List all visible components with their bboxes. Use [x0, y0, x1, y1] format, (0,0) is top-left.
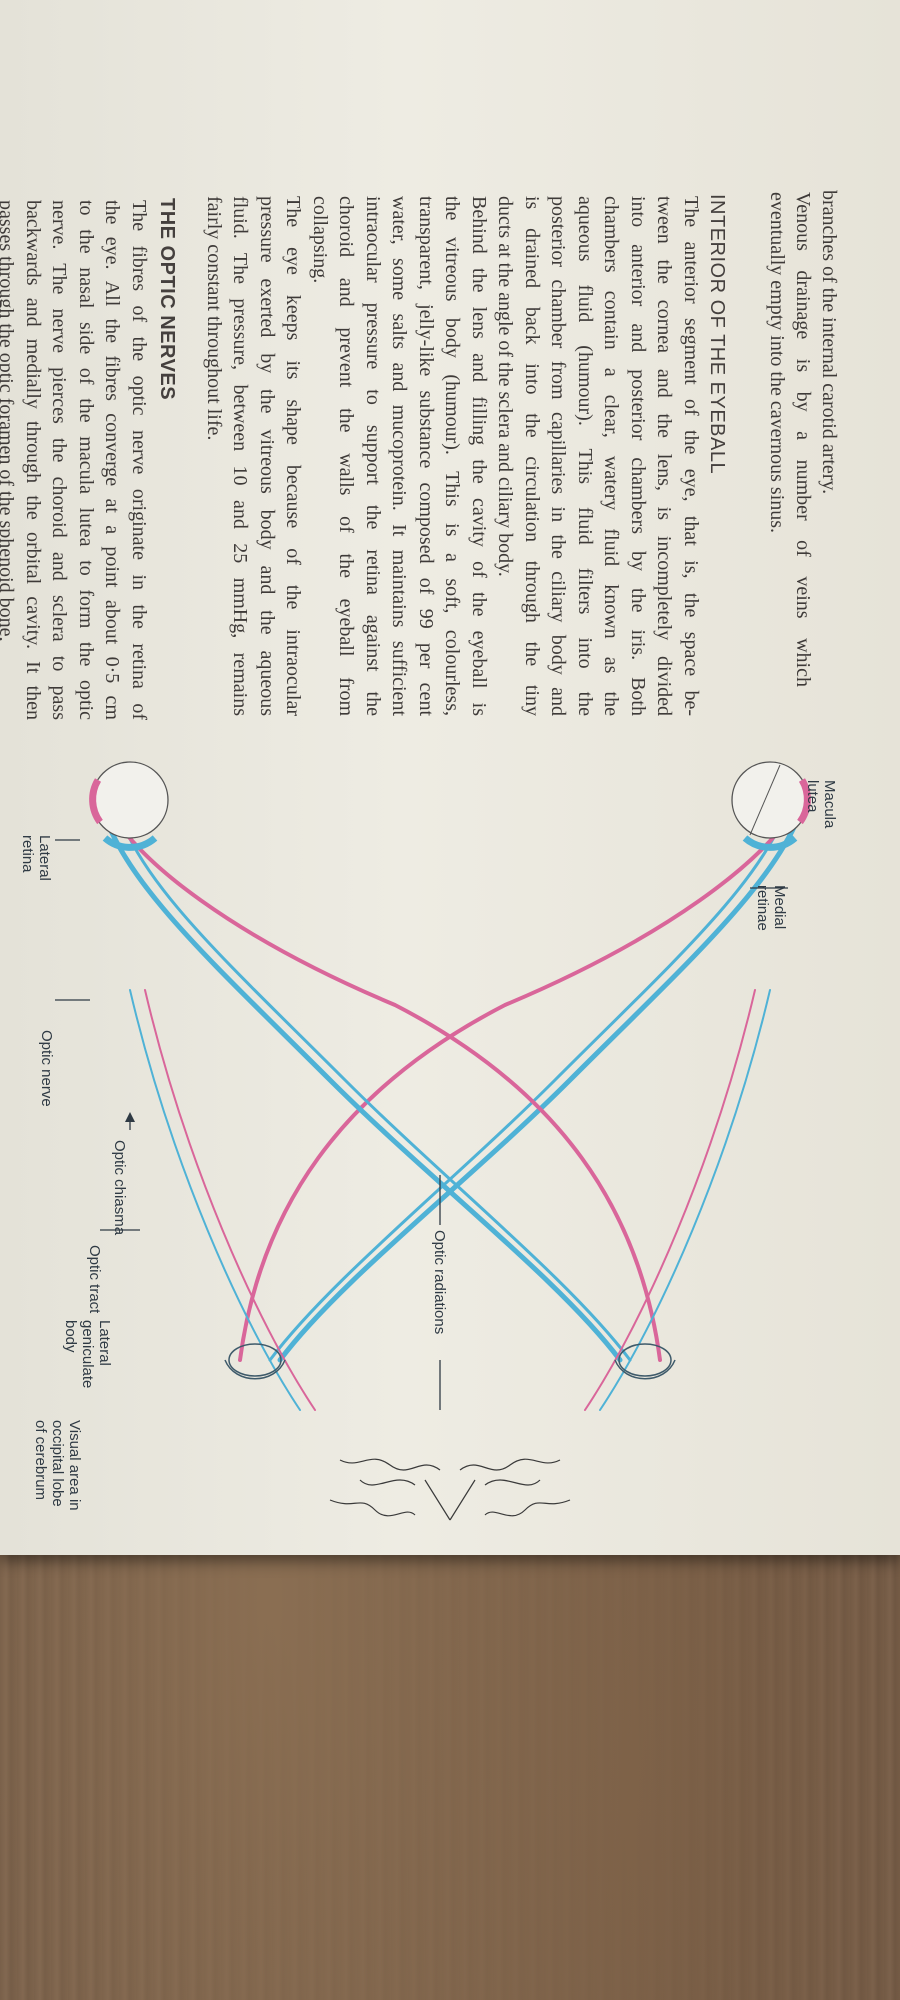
label-lateral-geniculate-3: body [62, 1320, 79, 1353]
label-lateral-geniculate-2: geniculate [79, 1320, 96, 1388]
label-optic-nerve: Optic nerve [38, 1030, 55, 1107]
text-line: aqueous fluid (humour). This fluid filte… [574, 196, 596, 716]
pathway-pink-lower [103, 798, 662, 1362]
text-line: Behind the lens and filling the cavity o… [468, 196, 490, 716]
label-optic-tract: Optic tract [86, 1245, 103, 1314]
pathway-blue-upper-outer [277, 797, 808, 1363]
text-line: chambers contain a clear, watery fluid k… [600, 196, 623, 716]
text-line: choroid and prevent the walls of the eye… [335, 196, 358, 716]
text-line: intraocular pressure to support the reti… [362, 196, 384, 716]
eye-upper [731, 761, 811, 851]
optic-pathway-fibres [97, 797, 808, 1411]
text-line: the eye. All the fibres converge at a po… [101, 200, 124, 720]
rotated-page-content: branches of the internal carotid artery.… [0, 0, 900, 1521]
text-line: fairly constant throughout life. [203, 196, 225, 441]
label-lateral-retina-1: Lateral [36, 835, 53, 881]
pathway-blue-lower-outer [97, 797, 623, 1363]
text-line: transparent, jelly-like substance compos… [415, 196, 437, 716]
radiation-arc-lower [129, 989, 301, 1411]
label-macula-lutea-2: lutea [804, 780, 821, 813]
label-medial-retinae-2: retinae [754, 885, 771, 931]
label-visual-area-2: occipital lobe [49, 1420, 66, 1507]
text-line: tween the cornea and the lens, is incomp… [653, 196, 676, 716]
occipital-lobe-sketch [329, 1458, 571, 1521]
label-optic-chiasma: Optic chiasma [111, 1140, 128, 1236]
text-line: collapsing. [309, 196, 331, 284]
text-line: Venous drainage is by a number of veins … [792, 192, 814, 687]
text-line: the vitreous body (humour). This is a so… [441, 196, 464, 716]
text-line: The anterior segment of the eye, that is… [680, 196, 702, 716]
radiation-arc-upper [599, 989, 771, 1411]
text-line: backwards and medially through the orbit… [22, 200, 44, 720]
text-line: fluid. The pressure, between 10 and 25 m… [229, 196, 252, 716]
label-visual-area-1: Visual area in [66, 1420, 83, 1511]
label-visual-area-3: of cerebrum [32, 1420, 49, 1500]
text-line: ducts at the angle of the sclera and cil… [494, 196, 517, 577]
visual-pathway-diagram: Macula lutea Medial retinae Lateral reti… [19, 761, 838, 1521]
eye-lower [89, 761, 169, 851]
pathway-blue-lower-inner [113, 798, 632, 1362]
text-column: branches of the internal carotid artery.… [0, 0, 900, 735]
text-line: to the nasal side of the macula lutea to… [75, 200, 97, 720]
pathway-blue-upper-inner [268, 798, 792, 1362]
text-line: passes through the optic foramen of the … [0, 200, 18, 642]
text-line: posterior chamber from capillaries in th… [547, 196, 570, 716]
text-line: The eye keeps its shape because of the i… [282, 196, 305, 716]
text-line: pressure exerted by the vitreous body an… [256, 196, 278, 716]
text-line: into anterior and posterior chambers by … [627, 196, 649, 716]
text-line: water, some salts and mucoprotein. It ma… [388, 196, 411, 716]
lateral-geniculate-lower [224, 1343, 286, 1380]
text-line: is drained back into the circulation thr… [521, 196, 543, 716]
book-page: branches of the internal carotid artery.… [0, 0, 900, 1555]
radiation-arc-upper-pink [584, 989, 756, 1411]
radiation-arc-lower-pink [144, 989, 316, 1411]
text-line: nerve. The nerve pierces the choroid and… [48, 200, 71, 720]
label-lateral-geniculate-1: Lateral [96, 1320, 113, 1366]
label-optic-radiations: Optic radiations [431, 1230, 448, 1334]
diagram-labels: Macula lutea Medial retinae Lateral reti… [19, 780, 838, 1511]
pathway-pink-upper [238, 798, 802, 1362]
lateral-geniculate-upper [614, 1343, 676, 1380]
label-lateral-retina-2: retina [19, 835, 36, 873]
text-line: The fibres of the optic nerve originate … [128, 200, 150, 720]
label-macula-lutea-1: Macula [821, 780, 838, 829]
label-medial-retinae-1: Medial [771, 885, 788, 929]
